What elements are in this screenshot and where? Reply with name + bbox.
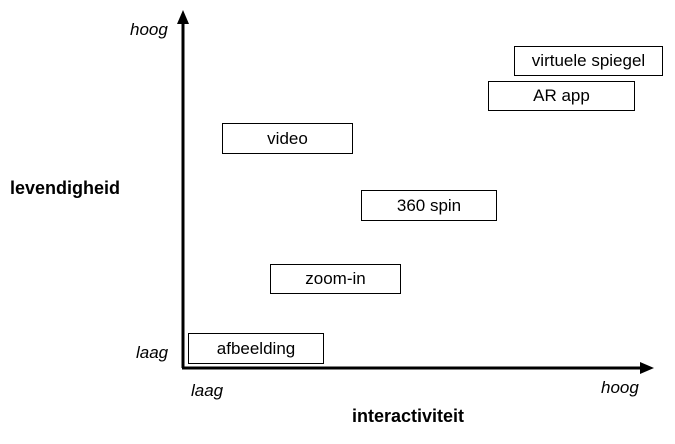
y-axis-arrowhead	[177, 10, 189, 24]
x-axis-arrowhead	[640, 362, 654, 374]
x-axis-title: interactiviteit	[352, 406, 465, 426]
item-box-afbeelding: afbeelding	[188, 333, 324, 364]
y-axis-low-label: laag	[136, 343, 169, 362]
item-box-360-spin: 360 spin	[361, 190, 497, 221]
item-box-virtuele-spiegel: virtuele spiegel	[514, 46, 663, 76]
x-axis-high-label: hoog	[601, 378, 639, 397]
item-box-video: video	[222, 123, 353, 154]
item-box-ar-app: AR app	[488, 81, 635, 111]
y-axis-high-label: hoog	[130, 20, 168, 39]
x-axis-low-label: laag	[191, 381, 224, 400]
item-box-zoom-in: zoom-in	[270, 264, 401, 294]
y-axis-title: levendigheid	[10, 178, 121, 198]
